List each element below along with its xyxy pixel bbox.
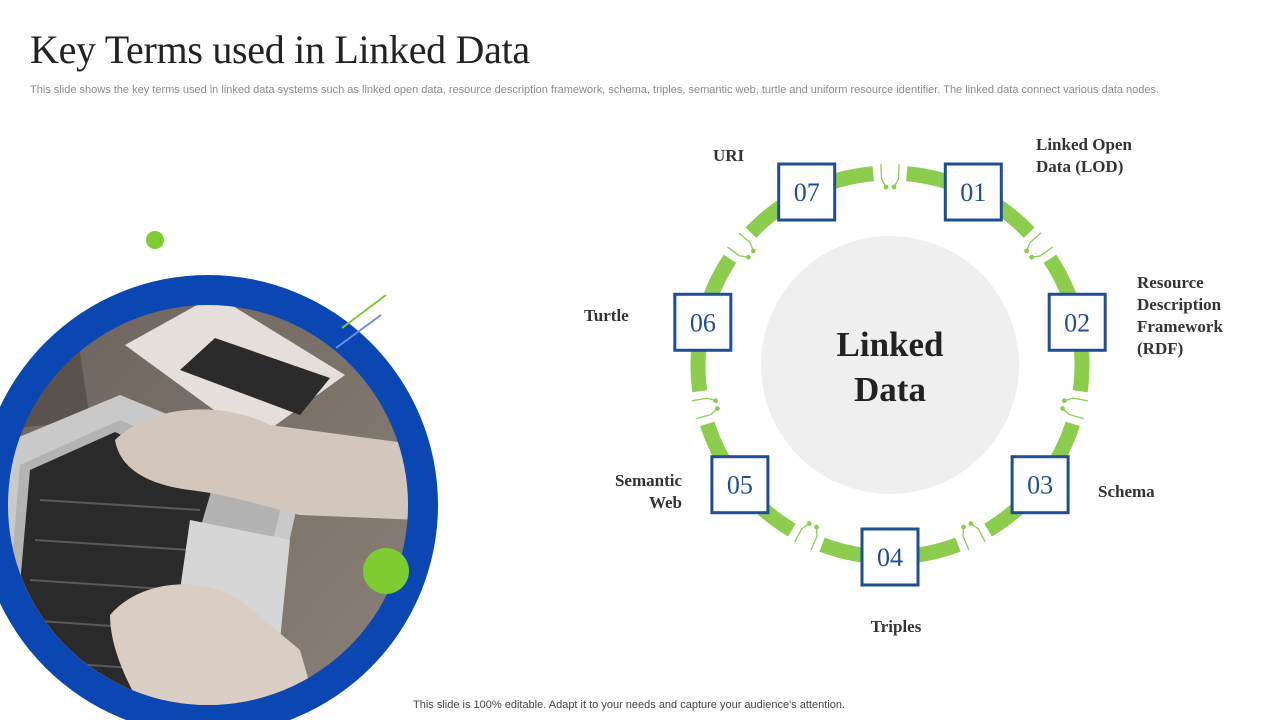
node-label-01: Linked Open Data (LOD)	[1036, 134, 1132, 178]
node-label-07-line1: URI	[713, 146, 745, 165]
ring-connector	[880, 164, 900, 190]
center-label: Linked Data	[760, 322, 1020, 412]
node-number: 03	[1027, 471, 1053, 500]
accent-dot-large	[363, 548, 409, 594]
ring-connectors	[692, 164, 1088, 551]
node-box-frame	[710, 455, 770, 515]
node-number: 07	[794, 178, 820, 207]
node-number: 06	[690, 308, 716, 337]
connector-dot	[806, 521, 812, 526]
node-box-01: 01	[943, 162, 1003, 222]
node-box-frame	[1010, 455, 1070, 515]
ring-connector	[961, 521, 986, 551]
connector-dot	[1029, 254, 1035, 260]
node-label-03-line1: Schema	[1098, 482, 1155, 501]
footer-note: This slide is 100% editable. Adapt it to…	[413, 699, 845, 711]
node-label-06: Turtle	[584, 305, 629, 327]
connector-line	[893, 164, 900, 188]
connector-dot	[750, 248, 756, 254]
center-label-line2: Data	[854, 370, 926, 409]
ring-connector	[1024, 232, 1054, 260]
connector-line	[1031, 246, 1054, 258]
node-box-06: 06	[673, 292, 733, 352]
connector-line	[880, 164, 887, 188]
connector-line	[1062, 408, 1084, 420]
node-label-02-line2: Description	[1137, 295, 1222, 314]
connector-line	[1064, 397, 1088, 402]
accent-dot-small	[146, 231, 164, 249]
accent-line-blue	[335, 314, 382, 349]
node-label-02-line1: Resource	[1137, 273, 1204, 292]
node-number: 02	[1064, 308, 1090, 337]
node-box-frame	[777, 162, 837, 222]
connector-line	[696, 408, 718, 420]
node-label-01-line2: Data (LOD)	[1036, 157, 1124, 176]
connector-line	[794, 523, 810, 543]
node-label-03: Schema	[1098, 481, 1155, 503]
ring-connector	[692, 397, 720, 420]
node-label-02-line3: Framework	[1137, 317, 1223, 336]
node-label-05: Semantic Web	[562, 470, 682, 514]
connector-line	[810, 527, 818, 551]
connector-dot	[715, 406, 720, 411]
node-label-01-line1: Linked Open	[1036, 135, 1132, 154]
node-box-frame	[860, 527, 920, 587]
accent-line-green	[341, 294, 387, 329]
slide-subtitle: This slide shows the key terms used in l…	[30, 84, 1160, 96]
node-label-04: Triples	[836, 616, 956, 638]
connector-dot	[968, 521, 974, 526]
connector-dot	[713, 398, 719, 404]
connector-dot	[891, 184, 897, 190]
node-label-06-line1: Turtle	[584, 306, 629, 325]
node-box-frame	[1047, 292, 1107, 352]
connector-dot	[961, 524, 966, 530]
connector-dot	[1061, 398, 1067, 404]
connector-line	[970, 523, 986, 543]
slide-title: Key Terms used in Linked Data	[30, 27, 530, 72]
connector-line	[692, 397, 716, 402]
node-box-02: 02	[1047, 292, 1107, 352]
connector-dot	[1024, 248, 1030, 254]
connector-line	[962, 527, 970, 551]
connector-dot	[745, 254, 751, 260]
node-box-07: 07	[777, 162, 837, 222]
node-label-05-line1: Semantic	[614, 471, 682, 490]
node-box-05: 05	[710, 455, 770, 515]
node-label-04-line1: Triples	[870, 617, 922, 636]
connector-dot	[883, 184, 889, 190]
ring-connector	[794, 521, 819, 551]
ring-connector	[1060, 397, 1088, 420]
node-label-05-line2: Web	[648, 493, 682, 512]
node-label-02-line4: (RDF)	[1137, 339, 1184, 358]
connector-line	[726, 246, 749, 258]
node-box-frame	[943, 162, 1003, 222]
connector-line	[1026, 232, 1042, 252]
node-label-07: URI	[713, 145, 744, 167]
node-label-02: Resource Description Framework (RDF)	[1137, 272, 1223, 360]
node-number: 05	[727, 471, 753, 500]
ring-connector	[726, 232, 756, 260]
center-label-line1: Linked	[836, 325, 944, 364]
connector-dot	[814, 524, 819, 530]
node-box-03: 03	[1010, 455, 1070, 515]
center-circle	[761, 236, 1019, 494]
node-box-frame	[673, 292, 733, 352]
node-number: 04	[877, 543, 903, 572]
connector-dot	[1060, 406, 1065, 411]
node-box-04: 04	[860, 527, 920, 587]
connector-line	[738, 232, 754, 252]
node-number: 01	[960, 178, 986, 207]
